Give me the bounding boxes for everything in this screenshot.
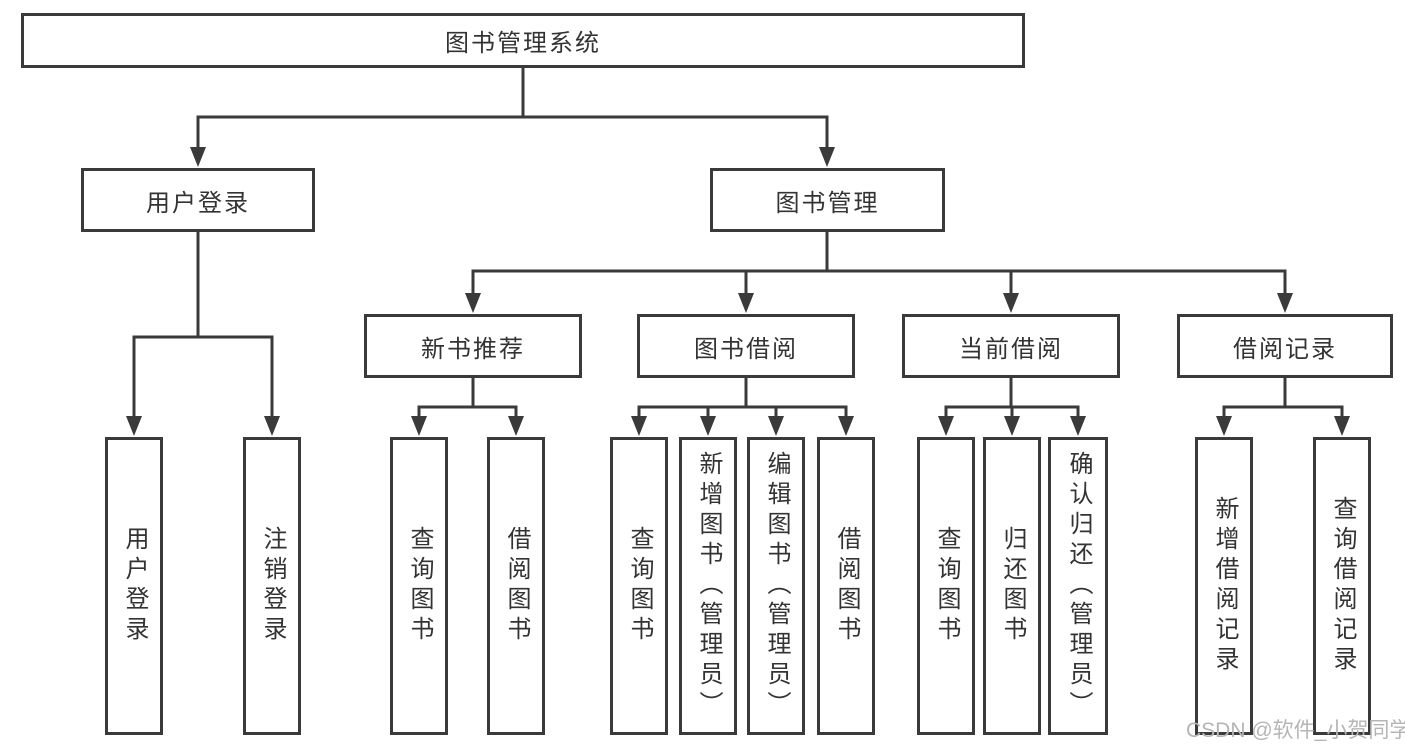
leaf-borrow-books-recommend: 借阅图书	[487, 437, 545, 735]
node-new-book-recommend-label: 新书推荐	[421, 335, 525, 363]
node-book-borrow-label: 图书借阅	[694, 335, 798, 363]
node-library-management-system-label: 图书管理系统	[445, 30, 601, 57]
node-borrow-records-label: 借阅记录	[1233, 335, 1337, 363]
leaf-return-book: 归还图书	[983, 437, 1041, 735]
node-library-management-system: 图书管理系统	[21, 13, 1025, 68]
leaf-query-books-recommend-label: 查询图书	[406, 526, 433, 646]
leaf-borrow-books-recommend-label: 借阅图书	[503, 526, 530, 646]
leaf-query-borrow-record: 查询借阅记录	[1313, 437, 1371, 735]
leaf-query-books-borrow: 查询图书	[610, 437, 668, 735]
node-current-borrow-label: 当前借阅	[959, 335, 1063, 363]
leaf-return-book-label: 归还图书	[999, 526, 1026, 646]
leaf-confirm-return-admin-label: 确认归还（管理员）	[1065, 451, 1092, 721]
leaf-query-books-recommend: 查询图书	[390, 437, 448, 735]
leaf-user-login: 用户登录	[105, 437, 163, 735]
leaf-edit-book-admin-label: 编辑图书（管理员）	[763, 451, 790, 721]
leaf-query-books-borrow-label: 查询图书	[626, 526, 653, 646]
leaf-logout-label: 注销登录	[259, 526, 286, 646]
leaf-user-login-label: 用户登录	[121, 526, 148, 646]
leaf-borrow-books: 借阅图书	[817, 437, 875, 735]
node-book-management: 图书管理	[710, 168, 945, 232]
leaf-add-book-admin: 新增图书（管理员）	[679, 437, 737, 735]
watermark: CSDN @软件_小贺同学	[1186, 719, 1405, 742]
leaf-query-borrow-record-label: 查询借阅记录	[1329, 496, 1356, 676]
node-current-borrow: 当前借阅	[902, 314, 1120, 378]
node-user-login: 用户登录	[81, 168, 315, 232]
leaf-confirm-return-admin: 确认归还（管理员）	[1048, 437, 1108, 735]
node-book-management-label: 图书管理	[775, 189, 880, 217]
leaf-edit-book-admin: 编辑图书（管理员）	[747, 437, 805, 735]
node-borrow-records: 借阅记录	[1177, 314, 1393, 378]
node-new-book-recommend: 新书推荐	[364, 314, 582, 378]
leaf-borrow-books-label: 借阅图书	[833, 526, 860, 646]
leaf-query-books-current: 查询图书	[917, 437, 975, 735]
node-book-borrow: 图书借阅	[637, 314, 855, 378]
leaf-add-book-admin-label: 新增图书（管理员）	[695, 451, 722, 721]
leaf-logout: 注销登录	[243, 437, 301, 735]
node-user-login-label: 用户登录	[146, 189, 250, 217]
leaf-add-borrow-record: 新增借阅记录	[1195, 437, 1253, 735]
leaf-add-borrow-record-label: 新增借阅记录	[1211, 496, 1238, 676]
leaf-query-books-current-label: 查询图书	[933, 526, 960, 646]
